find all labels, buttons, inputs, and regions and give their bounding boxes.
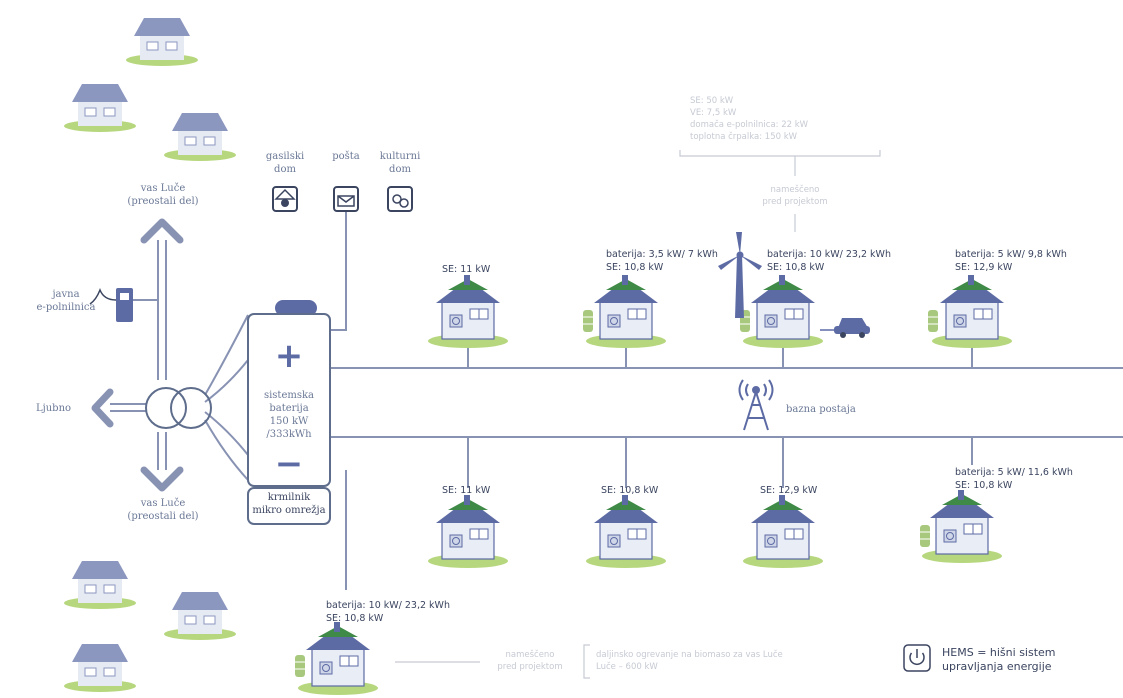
house-branch-label: baterija: 10 kW/ 23,2 kWh SE: 10,8 kW [326,600,450,624]
house-bottom-1 [427,494,509,569]
planned-specs: SE: 50 kW VE: 7,5 kW domača e-polnilnica… [690,96,809,142]
microgrid-controller-label: krmilnik mikro omrežja [252,492,326,516]
base-station-label: bazna postaja [786,404,856,415]
arrow-down-icon [140,466,184,492]
house-bottom-1-label: SE: 11 kW [442,485,491,496]
ev-charger-icon [89,287,133,322]
electric-car-icon [820,318,870,338]
power-icon [903,644,931,672]
house-bottom-3-label: SE: 12,9 kW [760,485,818,496]
wind-turbine-icon [718,232,762,318]
grid-lines [110,207,1123,590]
house-top-1 [427,274,509,349]
house-bottom-4-label: baterija: 5 kW/ 11,6 kWh SE: 10,8 kW [955,467,1073,491]
note-bracket [395,644,590,679]
house-top-3-label: baterija: 10 kW/ 23,2 kWh SE: 10,8 kW [767,249,891,273]
bottom-note-caption: nameščeno pred projektom [497,650,563,672]
top-village-label: vas Luče (preostali del) [127,183,199,207]
village-house [63,83,137,133]
planned-bracket [679,150,881,232]
fire-station-label: gasilski dom [265,151,305,175]
house-top-4 [931,274,1013,349]
village-house [63,560,137,610]
village-house [125,17,199,67]
planned-caption: nameščeno pred projektom [762,185,828,207]
hems-legend: HEMS = hišni sistem upravljanja energije [942,646,1056,673]
base-station-icon [738,379,774,431]
system-battery [247,300,331,525]
house-top-2-label: baterija: 3,5 kW/ 7 kWh SE: 10,8 kW [606,249,718,273]
house-bottom-2 [585,494,667,569]
battery-minus: − [274,444,304,484]
village-house [163,591,237,641]
battery-icon [927,309,939,333]
culture-house-label: kulturni dom [379,151,421,175]
house-bottom-4 [921,489,1003,564]
mail-envelope-icon [333,186,359,212]
ljubno-label: Ljubno [36,403,72,414]
house-top-3 [742,274,824,349]
transformer-icon [145,387,212,429]
house-branch [297,621,379,696]
system-battery-label: sistemska baterija 150 kW /333kWh [263,390,315,440]
arrow-left-icon [91,388,114,428]
bottom-note-text: daljinsko ogrevanje na biomaso za vas Lu… [596,650,783,672]
village-house [163,112,237,162]
fire-station-icon [272,186,298,212]
bottom-village-label: vas Luče (preostali del) [127,498,199,522]
battery-icon [919,524,931,548]
village-house [63,643,137,693]
battery-icon [582,309,594,333]
house-bottom-2-label: SE: 10,8 kW [601,485,659,496]
house-top-2 [585,274,667,349]
ev-station-label: javna e-polnilnica [36,289,96,313]
house-bottom-3 [742,494,824,569]
house-top-1-label: SE: 11 kW [442,264,491,275]
culture-masks-icon [387,186,413,212]
house-top-4-label: baterija: 5 kW/ 9,8 kWh SE: 12,9 kW [955,249,1067,273]
battery-plus: + [274,336,304,376]
post-office-label: pošta [332,151,360,162]
arrow-up-icon [140,218,184,244]
battery-icon [294,654,306,678]
